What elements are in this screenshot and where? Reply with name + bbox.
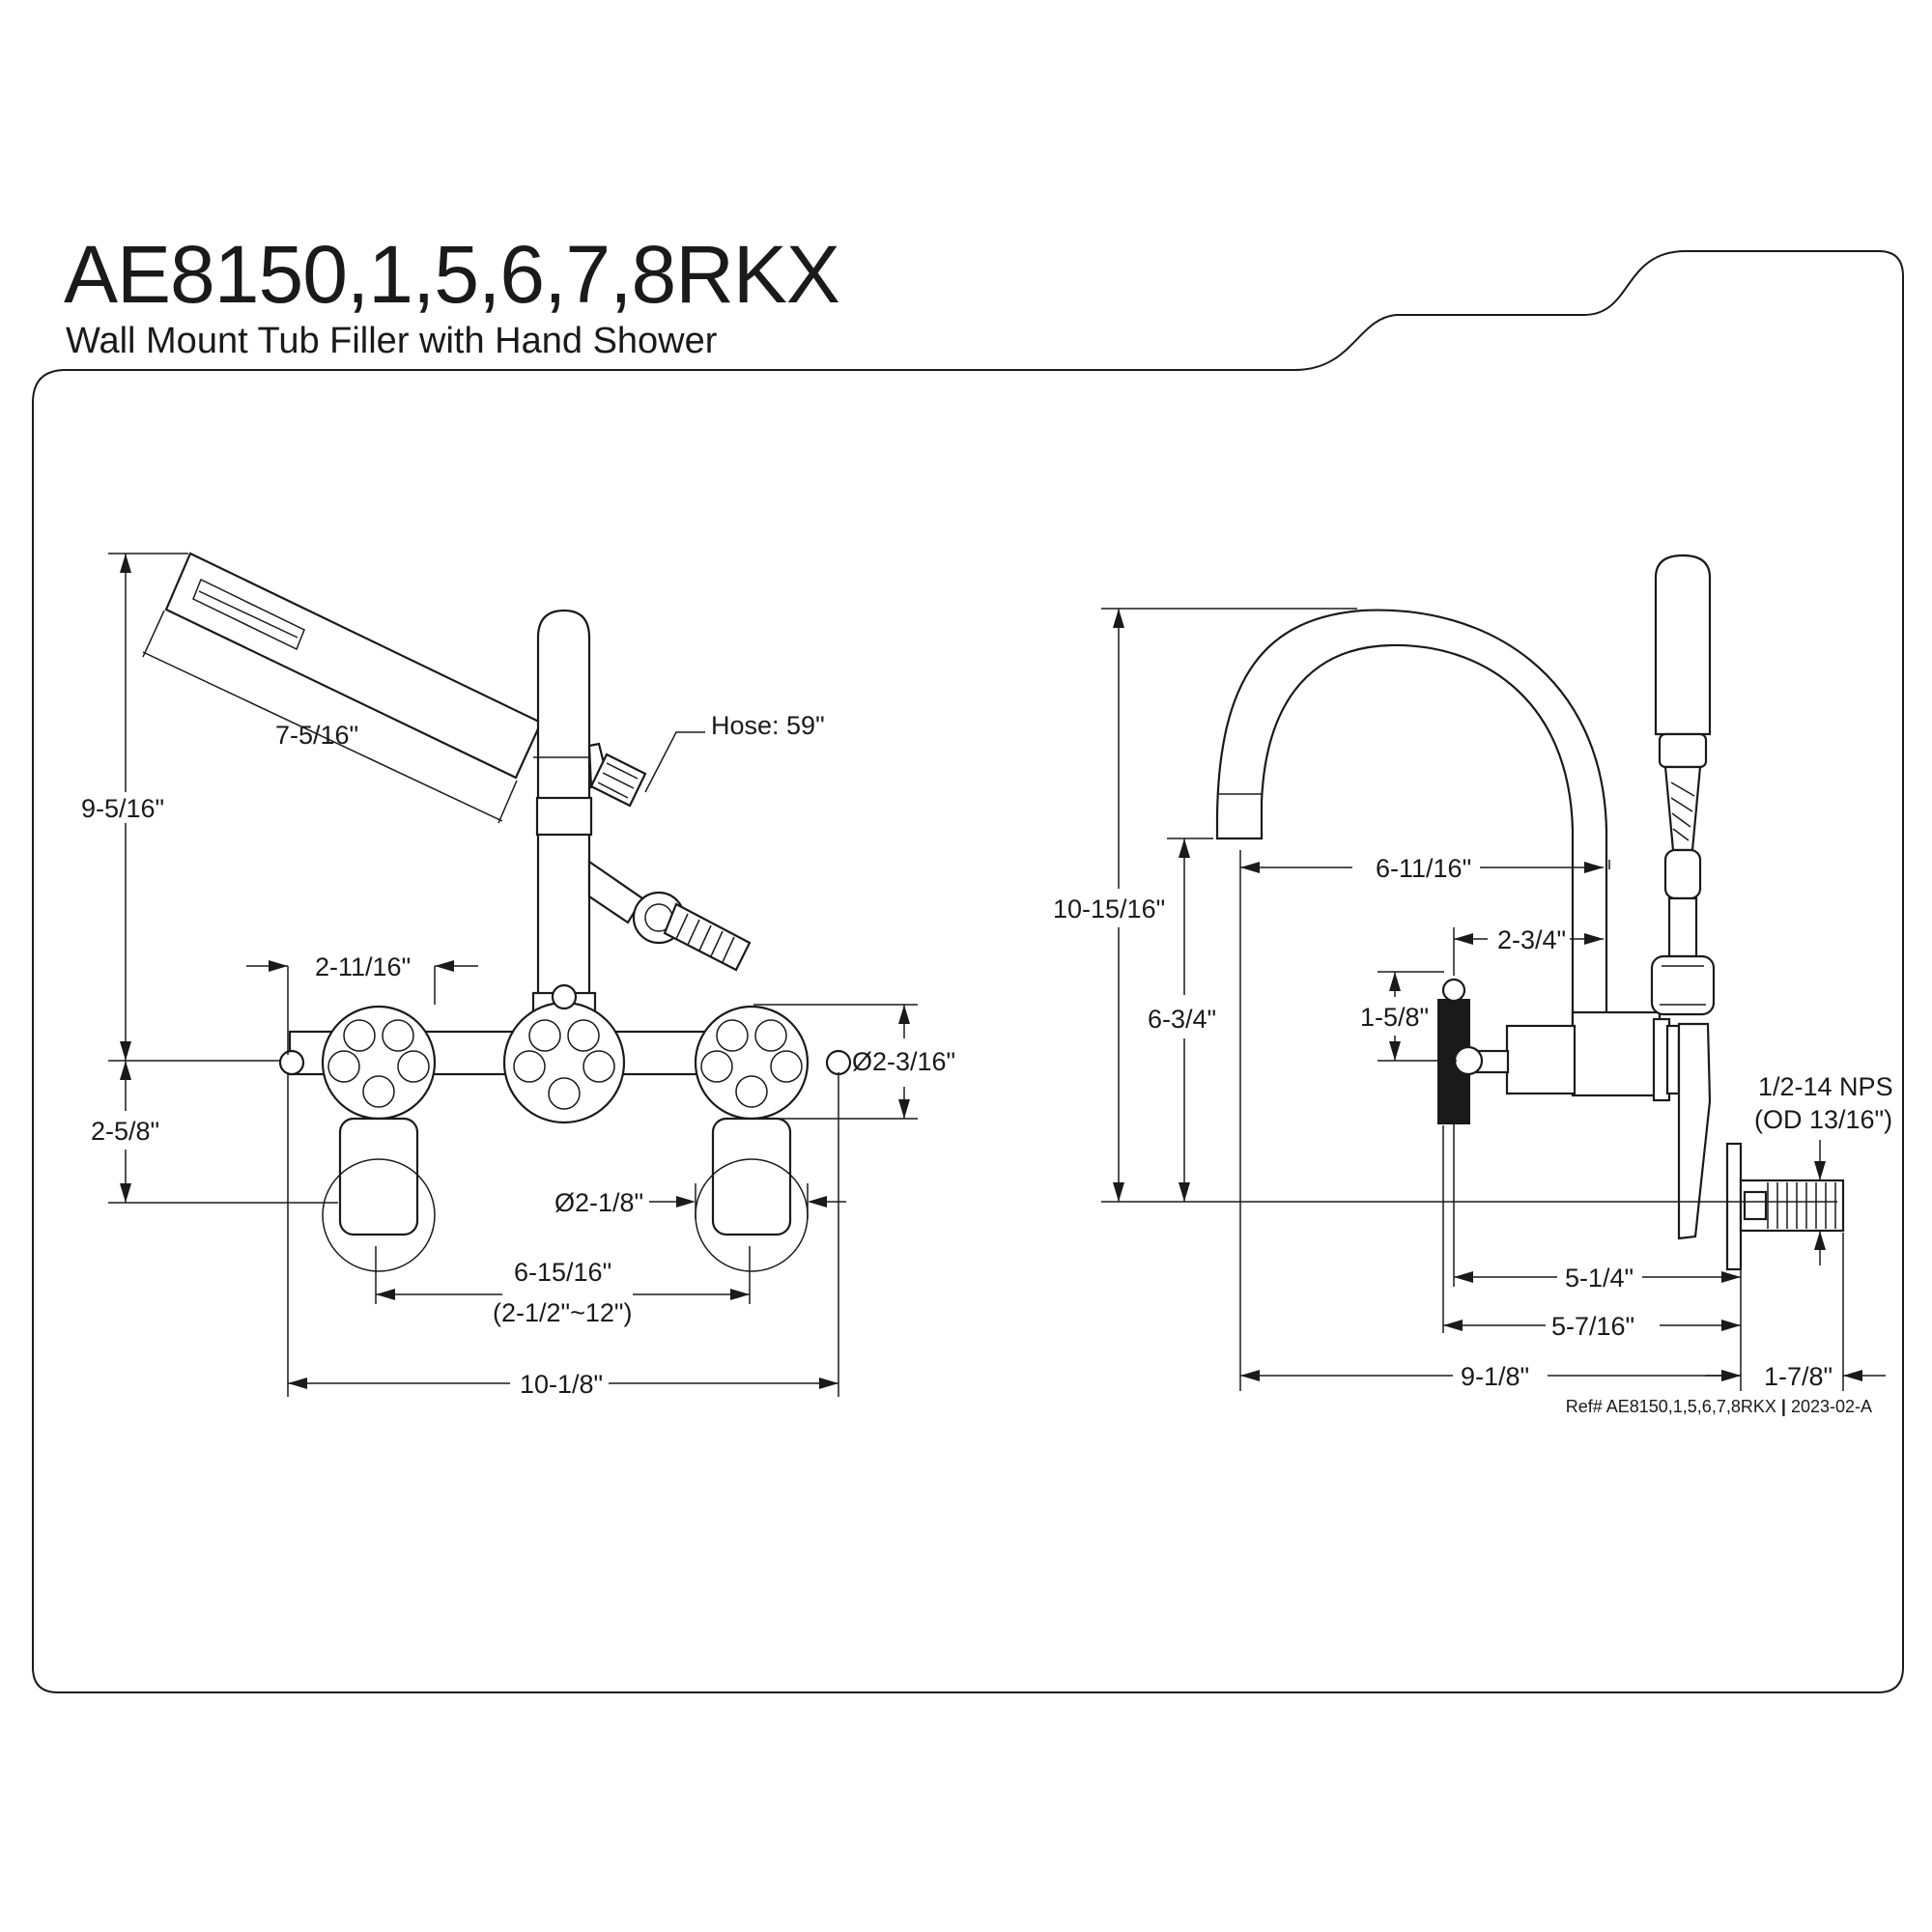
side-view-dimension-lines <box>1101 608 1886 1391</box>
reference-number: Ref# AE8150,1,5,6,7,8RKX <box>1565 1397 1776 1416</box>
handle-to-spout-label: 2-11/16" <box>315 952 411 981</box>
valve-body <box>1505 1010 1708 1102</box>
page-title: AE8150,1,5,6,7,8RKX <box>64 229 840 320</box>
hand-shower <box>164 552 543 780</box>
spout-reach-label: 6-11/16" <box>1376 854 1471 883</box>
reference-footer: Ref# AE8150,1,5,6,7,8RKX | 2023-02-A <box>1566 1397 1872 1417</box>
revision-code: 2023-02-A <box>1790 1397 1872 1416</box>
hose-length-label: Hose: 59" <box>711 711 825 740</box>
front-view-dimension-lines <box>108 553 918 1397</box>
handle-to-wall-label: 5-1/4" <box>1565 1264 1634 1293</box>
spread-range-label: (2-1/2"~12") <box>493 1298 633 1327</box>
outlet-height-label: 6-3/4" <box>1148 1005 1216 1034</box>
hose-connector-lower <box>587 859 752 972</box>
inlet-length-label: 1-7/8" <box>1764 1362 1833 1391</box>
handle-height-label: 1-5/8" <box>1360 1003 1429 1032</box>
gooseneck-spout <box>1215 609 1608 1026</box>
handle-offset-label: 2-3/4" <box>1497 925 1566 954</box>
reference-separator: | <box>1780 1397 1786 1416</box>
center-spread-label: 6-15/16" <box>514 1258 611 1287</box>
overall-reach-label: 9-1/8" <box>1461 1362 1529 1391</box>
knurled-handle <box>1437 978 1510 1124</box>
right-wheel-handle <box>694 1005 852 1272</box>
hose-connector-upper <box>587 742 647 808</box>
overall-width-label: 10-1/8" <box>520 1370 603 1399</box>
handle-depth-label: 5-7/16" <box>1551 1312 1634 1341</box>
side-view-drawing: 10-15/16" 6-11/16" 2-3/4" 6-3/4" 1-5/8" … <box>1053 554 1893 1391</box>
front-view-drawing: 7-5/16" Hose: 59" 9-5/16" 2-11/16" Ø2-3/… <box>81 552 955 1399</box>
spout-riser <box>531 609 601 1016</box>
hand-shower-length-label: 7-5/16" <box>275 721 358 750</box>
front-view-dimension-labels: 7-5/16" Hose: 59" 9-5/16" 2-11/16" Ø2-3/… <box>81 711 955 1399</box>
flange-diameter-label: Ø2-1/8" <box>554 1188 643 1217</box>
center-body-wheel <box>502 983 626 1124</box>
page-subtitle: Wall Mount Tub Filler with Hand Shower <box>66 321 718 361</box>
side-view-dimension-labels: 10-15/16" 6-11/16" 2-3/4" 6-3/4" 1-5/8" … <box>1053 854 1893 1391</box>
wall-flange <box>1677 1022 1845 1271</box>
height-to-top-label: 9-5/16" <box>81 794 164 823</box>
spout-height-label: 10-15/16" <box>1053 895 1165 923</box>
hand-shower-holder <box>1650 554 1716 1016</box>
connection-od-label: (OD 13/16") <box>1754 1105 1892 1134</box>
drawing-frame <box>32 250 1904 1693</box>
connection-thread-label: 1/2-14 NPS <box>1758 1072 1893 1101</box>
left-wheel-handle <box>278 1005 437 1272</box>
handle-diameter-label: Ø2-3/16" <box>852 1047 955 1076</box>
lower-height-label: 2-5/8" <box>91 1117 159 1146</box>
